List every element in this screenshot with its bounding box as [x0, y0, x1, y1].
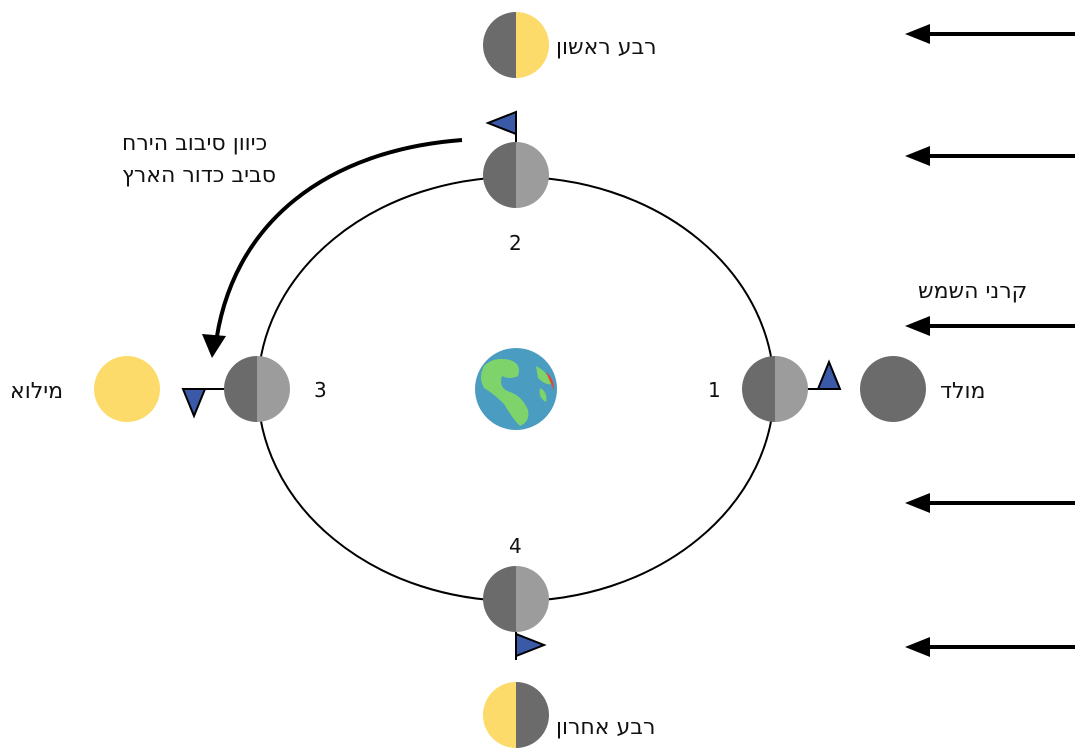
moon-position-4 [483, 566, 549, 660]
sun-rays [905, 24, 1075, 657]
sun-ray-arrowhead [905, 24, 930, 44]
position-number-1: 1 [708, 378, 721, 402]
earth-icon [475, 348, 557, 430]
flag-icon [485, 110, 517, 136]
flag-icon [816, 359, 842, 390]
position-number-2: 2 [509, 231, 522, 255]
rotation-direction-arrow [213, 138, 463, 351]
phase-first-quarter-icon [483, 12, 549, 78]
label-last-quarter: רבע אחרון [556, 715, 655, 740]
flag-icon [515, 632, 547, 658]
phase-new-moon-icon [860, 356, 926, 422]
label-rotation-line2: סביב כדור הארץ [122, 163, 276, 188]
sun-ray-arrowhead [905, 493, 930, 513]
sun-ray-arrowhead [905, 637, 930, 657]
rotation-arrowhead-icon [202, 334, 226, 358]
phase-last-quarter-icon [483, 682, 549, 748]
label-first-quarter: רבע ראשון [556, 35, 657, 60]
sun-ray-arrowhead [905, 146, 930, 166]
label-new-moon: מולד [940, 379, 985, 404]
position-number-4: 4 [509, 534, 522, 558]
label-sun-rays: קרני השמש [918, 279, 1027, 304]
sun-ray-arrowhead [905, 316, 930, 336]
moon-position-2 [483, 110, 549, 208]
label-full-moon: מילוא [10, 379, 63, 404]
label-rotation-line1: כיוון סיבוב הירח [122, 131, 267, 156]
position-number-3: 3 [314, 378, 327, 402]
phase-full-moon-icon [94, 356, 160, 422]
moon-position-1 [742, 356, 842, 422]
flag-icon [181, 388, 207, 419]
moon-position-3 [181, 356, 290, 422]
